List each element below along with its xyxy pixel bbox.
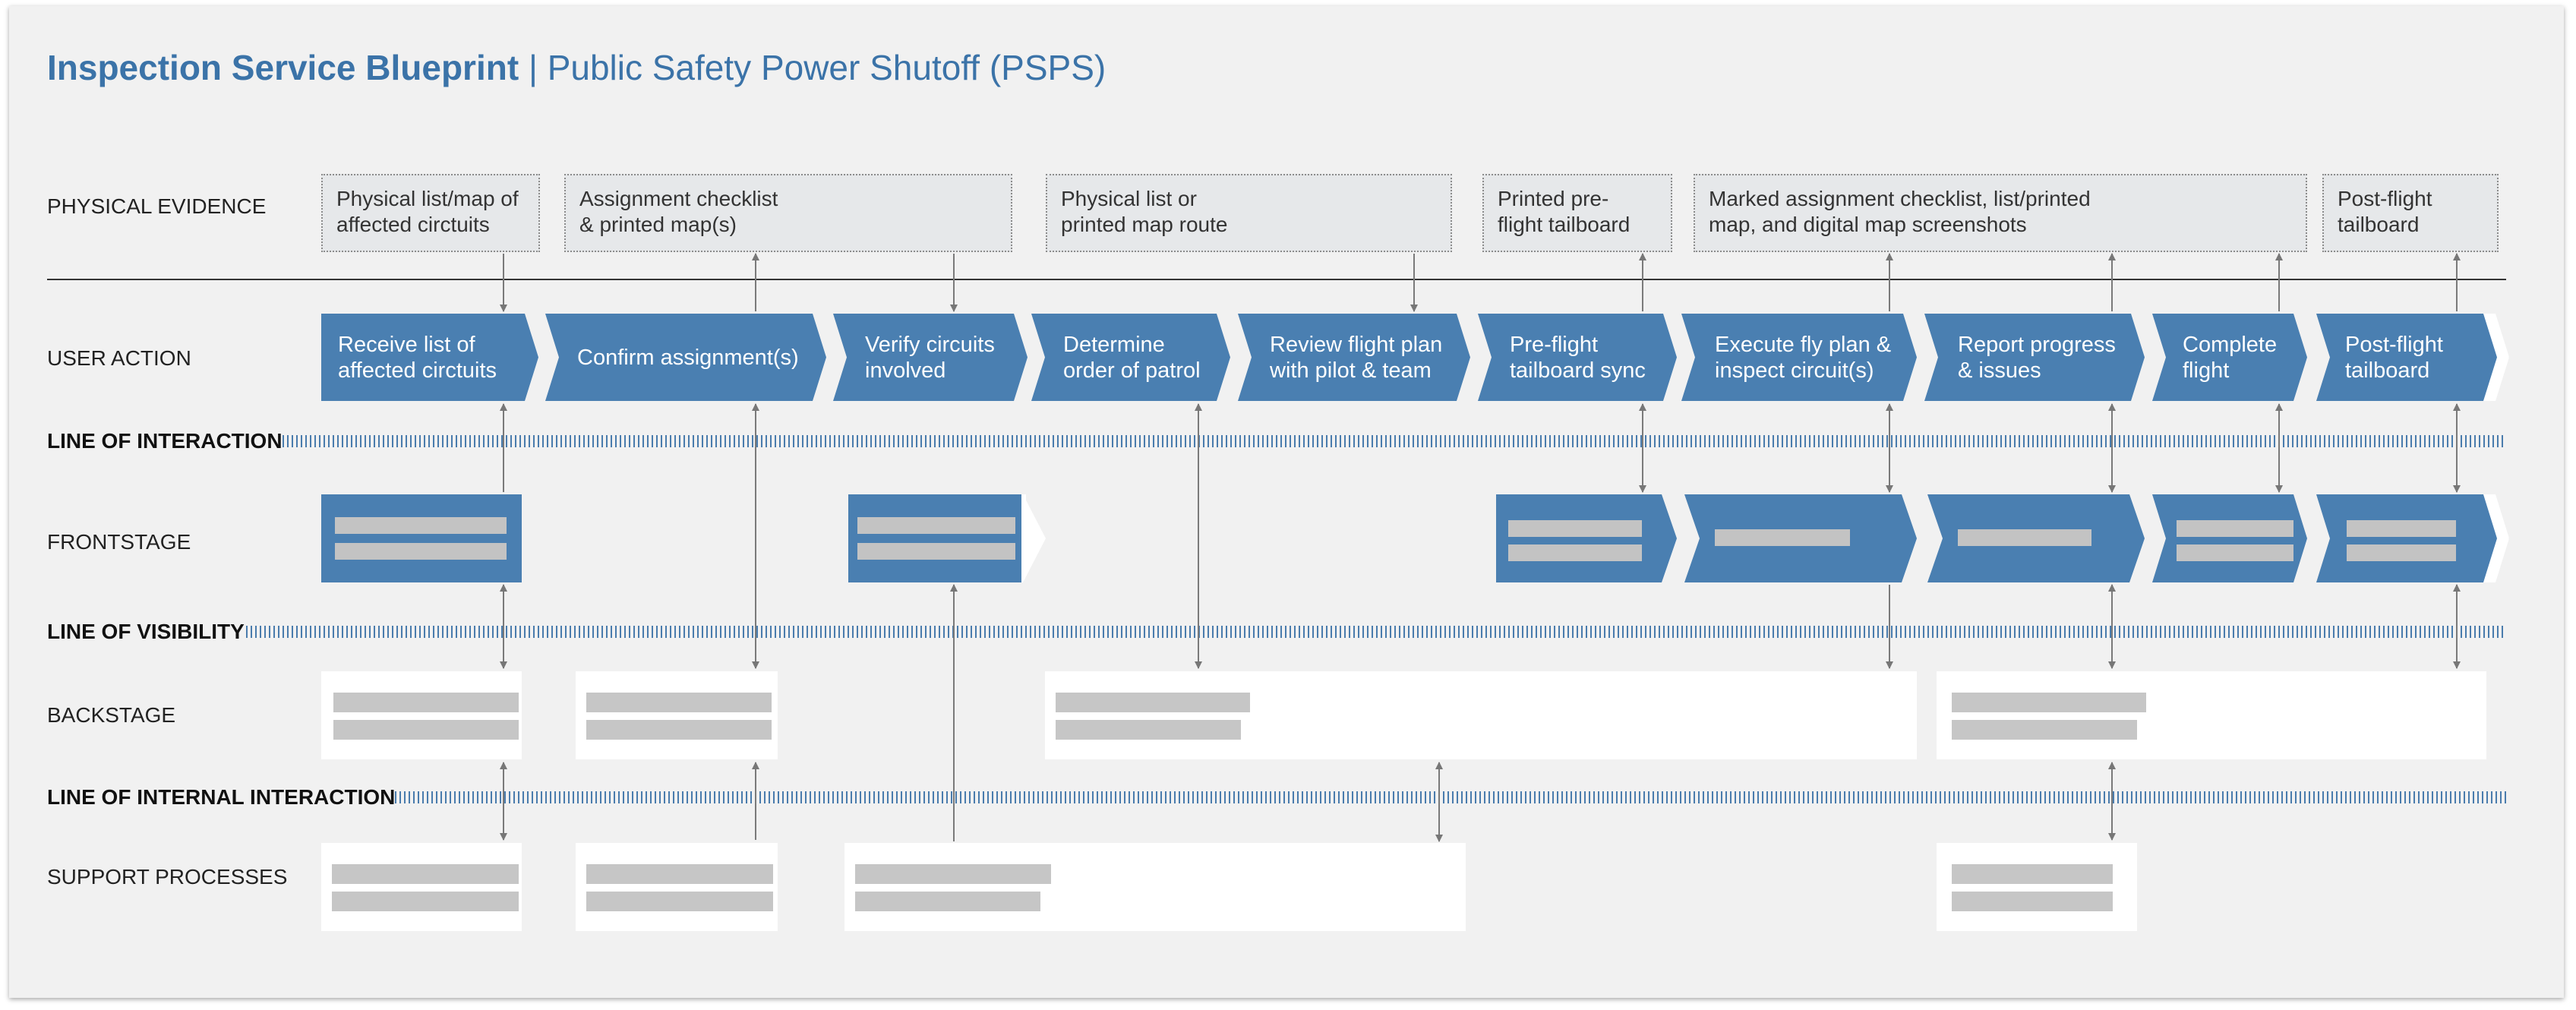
placeholder-text [586, 720, 772, 740]
frontstage-block [1496, 494, 1677, 582]
placeholder-text [857, 543, 1015, 560]
frontstage-block [321, 494, 522, 582]
placeholder-text [2177, 544, 2293, 561]
evidence-box: Physical list or printed map route [1046, 174, 1452, 252]
placeholder-text [1508, 544, 1642, 561]
placeholder-text [1952, 693, 2146, 712]
row-label-frontstage: FRONTSTAGE [47, 530, 191, 554]
user-action-label: Execute fly plan & inspect circuit(s) [1715, 332, 1892, 383]
row-label-support-processes: SUPPORT PROCESSES [47, 865, 288, 888]
evidence-box: Physical list/map of affected circtuits [321, 174, 540, 252]
user-action-step: Report progress & issues [1924, 314, 2145, 401]
placeholder-text [1056, 693, 1250, 712]
placeholder-text [1508, 520, 1642, 537]
row-label-physical-evidence: PHYSICAL EVIDENCE [47, 194, 267, 218]
evidence-box: Assignment checklist & printed map(s) [564, 174, 1012, 252]
user-action-step: Execute fly plan & inspect circuit(s) [1681, 314, 1917, 401]
placeholder-text [332, 892, 519, 911]
placeholder-text [857, 517, 1015, 534]
support-card [844, 843, 1466, 931]
placeholder-text [1952, 720, 2137, 740]
placeholder-text [1952, 892, 2113, 911]
user-action-step: Verify circuits involved [833, 314, 1028, 401]
user-action-step: Post-flight tailboard [2316, 314, 2509, 401]
placeholder-text [333, 720, 519, 740]
row-label-backstage: BACKSTAGE [47, 703, 176, 727]
user-action-step: Determine order of patrol [1031, 314, 1230, 401]
placeholder-text [335, 543, 507, 560]
evidence-box: Marked assignment checklist, list/printe… [1694, 174, 2307, 252]
user-action-label: Determine order of patrol [1063, 332, 1201, 383]
placeholder-text [2177, 520, 2293, 537]
backstage-card [321, 671, 522, 759]
backstage-card [576, 671, 778, 759]
title-sub: Public Safety Power Shutoff (PSPS) [547, 48, 1106, 87]
evidence-divider [47, 279, 2506, 280]
user-action-step: Confirm assignment(s) [545, 314, 826, 401]
frontstage-block [2316, 494, 2509, 582]
user-action-label: Verify circuits involved [865, 332, 995, 383]
frontstage-block [1927, 494, 2145, 582]
support-card [321, 843, 522, 931]
user-action-step: Complete flight [2152, 314, 2307, 401]
support-card [1937, 843, 2137, 931]
placeholder-text [2347, 544, 2456, 561]
frontstage-block [1684, 494, 1917, 582]
placeholder-text [332, 864, 519, 884]
row-label-user-action: USER ACTION [47, 346, 191, 370]
line-of-interaction [283, 435, 2506, 447]
user-action-step: Review flight plan with pilot & team [1238, 314, 1470, 401]
title-main: Inspection Service Blueprint [47, 48, 519, 87]
user-action-label: Post-flight tailboard [2345, 332, 2443, 383]
page-title: Inspection Service Blueprint | Public Sa… [47, 47, 1106, 88]
placeholder-text [586, 693, 772, 712]
frontstage-block [2152, 494, 2307, 582]
user-action-step: Receive list of affected circtuits [321, 314, 538, 401]
placeholder-text [586, 864, 773, 884]
placeholder-text [1715, 529, 1850, 546]
placeholder-text [333, 693, 519, 712]
user-action-step: Pre-flight tailboard sync [1478, 314, 1677, 401]
placeholder-text [1958, 529, 2091, 546]
placeholder-text [586, 892, 773, 911]
frontstage-block [848, 494, 1046, 582]
line-label-interaction: LINE OF INTERACTION [47, 429, 283, 453]
user-action-label: Complete flight [2183, 332, 2278, 383]
user-action-label: Report progress & issues [1958, 332, 2116, 383]
user-action-label: Receive list of affected circtuits [338, 332, 497, 383]
line-of-visibility [246, 626, 2506, 638]
placeholder-text [1952, 864, 2113, 884]
placeholder-text [855, 892, 1040, 911]
line-label-visibility: LINE OF VISIBILITY [47, 620, 245, 643]
evidence-box: Post-flight tailboard [2322, 174, 2499, 252]
backstage-card [1937, 671, 2486, 759]
user-action-label: Review flight plan with pilot & team [1270, 332, 1443, 383]
title-separator: | [519, 48, 548, 87]
line-label-internal-interaction: LINE OF INTERNAL INTERACTION [47, 785, 396, 809]
user-action-label: Pre-flight tailboard sync [1510, 332, 1646, 383]
backstage-card [1045, 671, 1917, 759]
user-action-label: Confirm assignment(s) [577, 345, 799, 370]
placeholder-text [2347, 520, 2456, 537]
line-of-internal-interaction [395, 791, 2506, 803]
placeholder-text [335, 517, 507, 534]
placeholder-text [1056, 720, 1241, 740]
support-card [576, 843, 778, 931]
evidence-box: Printed pre- flight tailboard [1482, 174, 1672, 252]
placeholder-text [855, 864, 1051, 884]
